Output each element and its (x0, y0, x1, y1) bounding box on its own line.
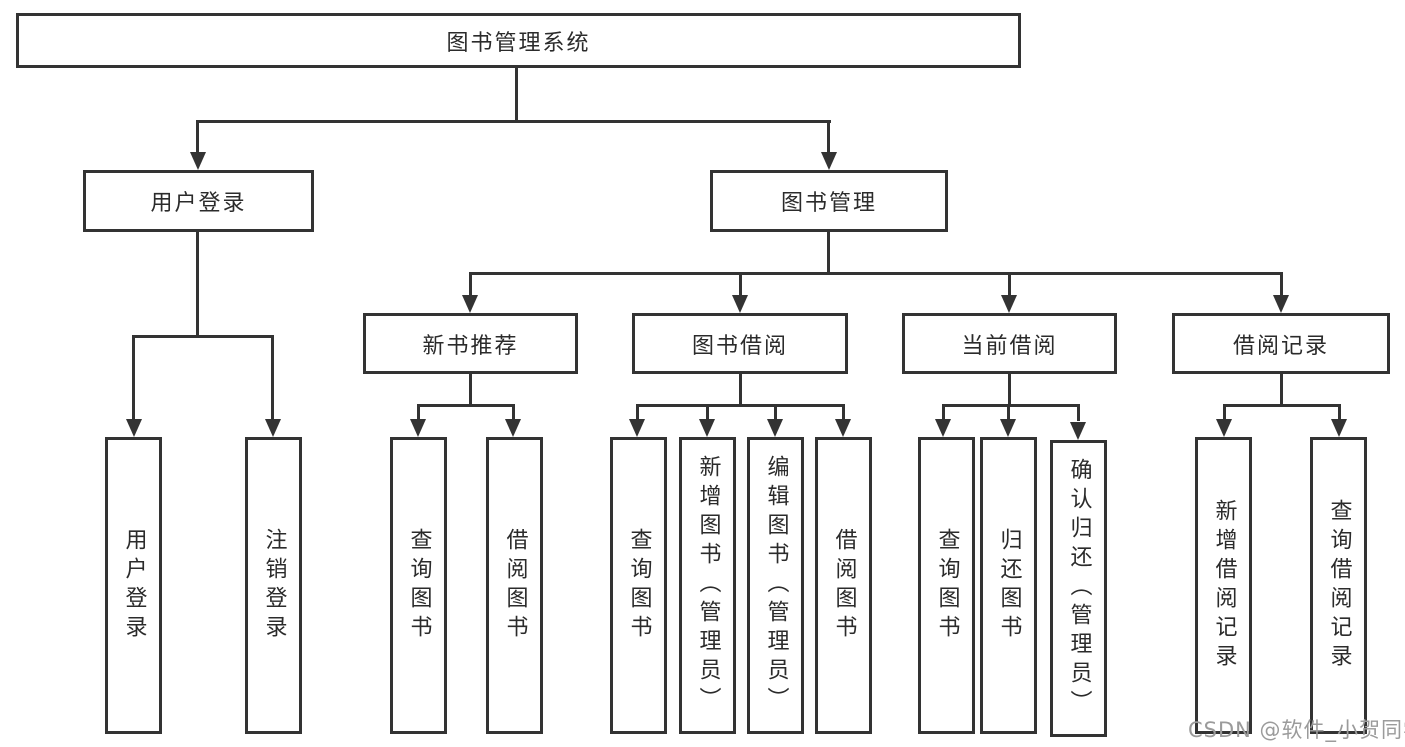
connector-drop-m3-leaf-1 (942, 404, 945, 421)
connector-user-login-trunk (196, 232, 199, 335)
leaf-add-borrow-record-label: 新增借阅记录 (1211, 498, 1237, 673)
arrow-down-module-2 (732, 295, 748, 313)
arrow-down-m3-leaf-2 (1000, 419, 1016, 437)
node-module-new-book-recommend: 新书推荐 (363, 313, 578, 374)
leaf-query-books-recommend: 查询图书 (390, 437, 447, 734)
node-branch-book-management-label: 图书管理 (780, 191, 877, 216)
leaf-borrow-books-recommend-label: 借阅图书 (502, 527, 528, 644)
leaf-add-borrow-record: 新增借阅记录 (1195, 437, 1252, 734)
connector-drop-m4-leaf-2 (1338, 404, 1341, 421)
connector-drop-m1-leaf-1 (417, 404, 420, 421)
connector-drop-book-management (827, 120, 830, 154)
arrow-down-m2-leaf-2 (699, 419, 715, 437)
arrow-down-m2-leaf-4 (835, 419, 851, 437)
leaf-query-books-borrow-label: 查询图书 (626, 527, 652, 644)
connector-drop-m1-leaf-2 (512, 404, 515, 421)
node-module-borrow-records: 借阅记录 (1172, 313, 1390, 374)
node-module-new-book-recommend-label: 新书推荐 (422, 333, 519, 359)
connector-module-2-trunk (739, 374, 742, 406)
node-module-current-borrow: 当前借阅 (902, 313, 1117, 374)
connector-drop-leaf-login (132, 335, 135, 421)
node-module-borrow-records-label: 借阅记录 (1232, 333, 1329, 359)
arrow-down-m4-leaf-2 (1331, 419, 1347, 437)
leaf-user-login-label: 用户登录 (121, 527, 147, 644)
leaf-confirm-return-admin-label: 确认归还（管理员） (1066, 458, 1092, 719)
arrow-down-module-1 (462, 295, 478, 313)
node-branch-user-login: 用户登录 (83, 170, 314, 232)
leaf-query-books-recommend-label: 查询图书 (406, 527, 432, 644)
connector-module-3-rail (942, 404, 1080, 407)
connector-level2-rail (196, 120, 831, 123)
connector-module-4-trunk (1280, 374, 1283, 406)
leaf-return-books: 归还图书 (980, 437, 1037, 734)
arrow-down-m2-leaf-1 (629, 419, 645, 437)
leaf-return-books-label: 归还图书 (996, 527, 1022, 644)
connector-drop-m3-leaf-2 (1007, 404, 1010, 421)
arrow-down-leaf-login (126, 419, 142, 437)
leaf-borrow-books-recommend: 借阅图书 (486, 437, 543, 734)
arrow-down-m3-leaf-3 (1070, 422, 1086, 440)
connector-drop-m3-leaf-3 (1077, 404, 1080, 421)
leaf-query-borrow-record: 查询借阅记录 (1310, 437, 1367, 734)
connector-module-1-trunk (469, 374, 472, 406)
connector-drop-module-3 (1008, 272, 1011, 297)
leaf-borrow-books-label: 借阅图书 (831, 527, 857, 644)
arrow-down-module-3 (1001, 295, 1017, 313)
arrow-down-module-4 (1273, 295, 1289, 313)
leaf-borrow-books: 借阅图书 (815, 437, 872, 734)
arrow-down-m4-leaf-1 (1216, 419, 1232, 437)
leaf-edit-books-admin-label: 编辑图书（管理员） (763, 455, 789, 716)
connector-drop-m2-leaf-2 (706, 404, 709, 421)
arrow-down-user-login (190, 152, 206, 170)
connector-drop-m2-leaf-3 (774, 404, 777, 421)
connector-module-4-rail (1223, 404, 1341, 407)
connector-drop-module-2 (739, 272, 742, 297)
csdn-watermark: CSDN @软件_小贺同学 (1188, 718, 1405, 742)
arrow-down-m2-leaf-3 (767, 419, 783, 437)
connector-module-1-rail (417, 404, 515, 407)
connector-drop-m2-leaf-1 (636, 404, 639, 421)
arrow-down-m1-leaf-2 (505, 419, 521, 437)
arrow-down-m3-leaf-1 (935, 419, 951, 437)
connector-drop-module-4 (1280, 272, 1283, 297)
leaf-add-books-admin: 新增图书（管理员） (679, 437, 736, 734)
connector-root-trunk (515, 68, 518, 122)
arrow-down-leaf-logout (265, 419, 281, 437)
node-module-book-borrow: 图书借阅 (632, 313, 848, 374)
leaf-confirm-return-admin: 确认归还（管理员） (1050, 440, 1107, 737)
connector-drop-module-1 (469, 272, 472, 297)
connector-drop-m2-leaf-4 (842, 404, 845, 421)
connector-book-management-trunk (827, 232, 830, 274)
connector-module-2-rail (636, 404, 844, 407)
node-root-label: 图书管理系统 (446, 30, 591, 56)
arrow-down-m1-leaf-1 (410, 419, 426, 437)
node-root: 图书管理系统 (16, 13, 1021, 68)
connector-drop-leaf-logout (271, 335, 274, 421)
connector-drop-user-login (196, 120, 199, 154)
connector-modules-rail (469, 272, 1283, 275)
leaf-query-books-current-label: 查询图书 (934, 527, 960, 644)
connector-drop-m4-leaf-1 (1223, 404, 1226, 421)
leaf-query-borrow-record-label: 查询借阅记录 (1326, 498, 1352, 673)
node-module-book-borrow-label: 图书借阅 (691, 333, 788, 359)
leaf-logout: 注销登录 (245, 437, 302, 734)
leaf-query-books-current: 查询图书 (918, 437, 975, 734)
node-module-current-borrow-label: 当前借阅 (961, 333, 1058, 359)
leaf-query-books-borrow: 查询图书 (610, 437, 667, 734)
leaf-logout-label: 注销登录 (261, 527, 287, 644)
leaf-add-books-admin-label: 新增图书（管理员） (695, 455, 721, 716)
connector-user-login-rail (132, 335, 274, 338)
leaf-user-login: 用户登录 (105, 437, 162, 734)
node-branch-book-management: 图书管理 (710, 170, 948, 232)
connector-module-3-trunk (1008, 374, 1011, 406)
arrow-down-book-management (821, 152, 837, 170)
node-branch-user-login-label: 用户登录 (150, 191, 247, 216)
leaf-edit-books-admin: 编辑图书（管理员） (747, 437, 804, 734)
